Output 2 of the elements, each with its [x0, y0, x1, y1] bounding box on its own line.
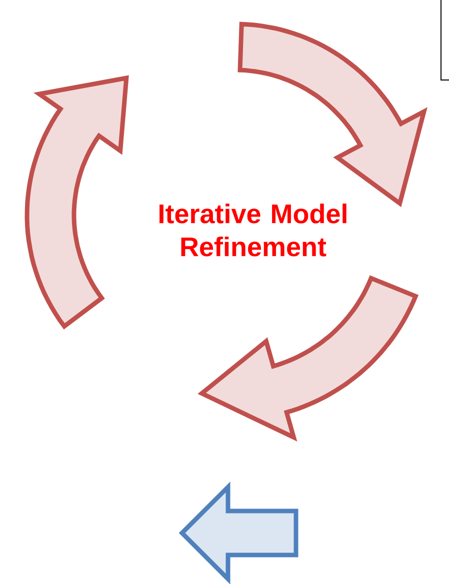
center-title: Iterative Model Refinement	[160, 204, 346, 256]
empty-box	[440, 0, 449, 80]
